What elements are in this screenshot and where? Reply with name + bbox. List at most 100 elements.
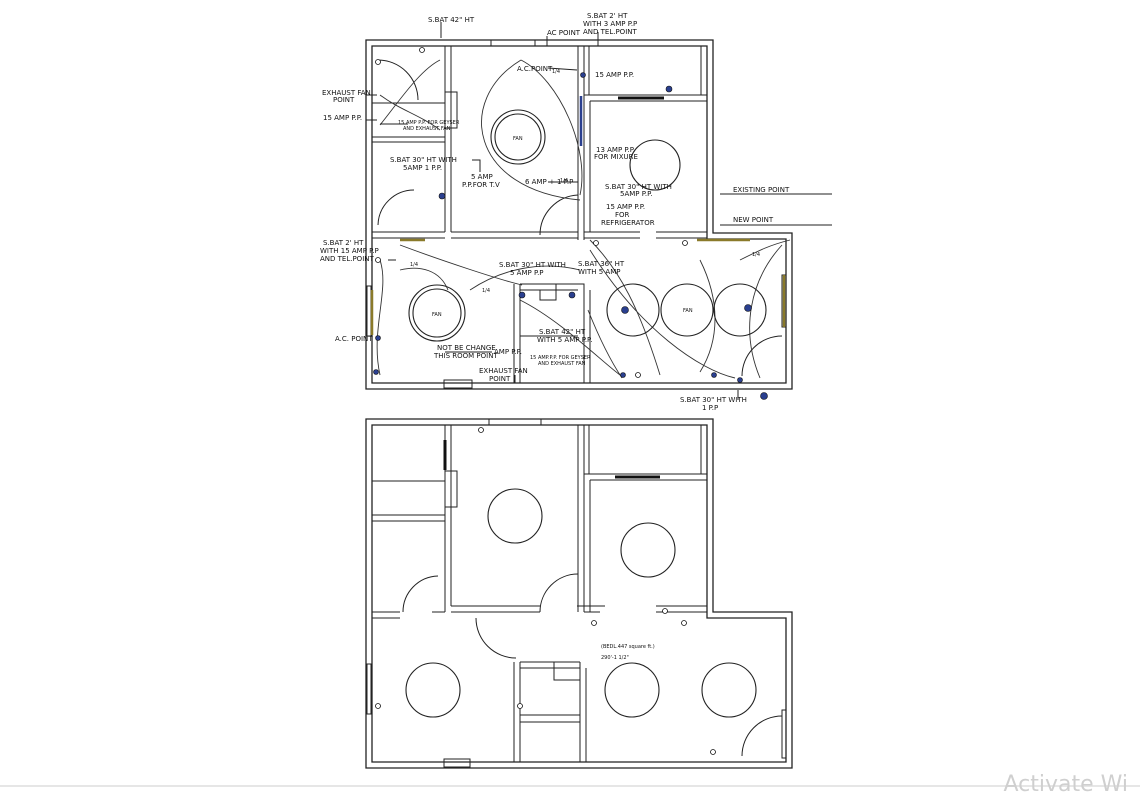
label-5amp-tv-l2: P.P.FOR T.V xyxy=(462,181,500,189)
electrical-points xyxy=(373,72,768,400)
switch-mark-2: 1/4 xyxy=(552,69,560,75)
lower-light-bedroom-1 xyxy=(487,488,543,544)
wiring xyxy=(376,59,791,379)
label-sbat-42-top: S.BAT 42" HT xyxy=(428,16,475,24)
door-swing-bedroom-right xyxy=(741,335,783,377)
lower-door-swing-2 xyxy=(539,573,579,613)
label-sbat2-3amp-l1: S.BAT 2' HT xyxy=(587,12,628,20)
label-sbat42-bath-l1: S.BAT 42" HT xyxy=(539,328,586,336)
switch-mark-3: 1/4 xyxy=(752,252,760,258)
fan-label-2: FAN xyxy=(432,312,442,318)
label-sbat36-l1: S.BAT 36" HT xyxy=(578,260,625,268)
fan-label-3: FAN xyxy=(683,308,693,314)
label-geyser-small-l1: 15 AMP P.P. FOR GEYSER xyxy=(398,120,460,126)
door-swing-bath xyxy=(377,189,415,226)
fan-hall-2 xyxy=(660,283,714,337)
lower-light-hall-1 xyxy=(604,662,660,718)
lower-plan: (BEDL.447 square ft.) 290'-1 1/2" xyxy=(365,418,793,769)
door-swing-kitchen xyxy=(539,194,579,236)
label-ac-point-room: A.C.POINT xyxy=(517,65,553,73)
lower-inner-wall-line xyxy=(371,424,787,763)
upper-partitions xyxy=(371,46,707,383)
wardrobe-panel xyxy=(444,91,458,129)
label-not-change-l2: THIS ROOM POINT xyxy=(433,352,498,360)
label-geyser-bath-l1: 15 AMP.P.P. FOR GEYSER xyxy=(530,355,591,361)
label-sbat42-bath-l2: WITH 5 AMP P.P. xyxy=(537,336,592,344)
upper-outer-wall xyxy=(365,39,793,390)
label-exhaust-fan-l1: EXHAUST FAN xyxy=(322,89,371,97)
lower-partitions xyxy=(372,425,707,762)
window-top xyxy=(490,39,536,47)
fan-bedroom-2 xyxy=(408,284,466,342)
label-sbat2-3amp-l3: AND TEL.POINT xyxy=(583,28,637,36)
label-mixure-l2: FOR MIXURE xyxy=(594,153,638,161)
label-fridge-l2: FOR xyxy=(615,211,630,219)
label-fridge-l1: 15 AMP P.P. xyxy=(606,203,645,211)
lower-area-label-1: (BEDL.447 square ft.) xyxy=(601,644,655,650)
label-ac-point-top: AC POINT xyxy=(547,29,581,37)
fan-hall-3 xyxy=(713,283,767,337)
label-fridge-l3: REFRIGERATOR xyxy=(601,219,655,227)
label-sbat30-center-l2: 5 AMP P.P xyxy=(510,269,544,277)
label-5amp-tv-l1: 5 AMP xyxy=(471,173,493,181)
label-mixure-l1: 13 AMP P.P. xyxy=(596,146,635,154)
label-kitchen-sbat-l1: S.BAT 30" HT WITH xyxy=(605,183,672,191)
lower-outer-wall xyxy=(365,418,793,769)
label-exhaust-bottom-l2: POINT xyxy=(489,375,511,383)
label-exhaust-bottom-l1: EXHAUST FAN xyxy=(479,367,528,375)
fan-bedroom-1-inner xyxy=(494,113,542,161)
label-ac-point-left: A.C. POINT xyxy=(335,335,373,343)
leader-lines xyxy=(366,22,739,400)
existing-points xyxy=(375,47,688,378)
label-sbat2-3amp-l2: WITH 3 AMP P.P xyxy=(583,20,637,28)
upper-plan: FAN FAN FAN xyxy=(365,22,832,400)
lower-area-label-2: 290'-1 1/2" xyxy=(601,655,629,661)
label-kitchen-sbat-l2: 5AMP P.P. xyxy=(620,190,652,198)
upper-labels: S.BAT 42" HT S.BAT 2' HT WITH 3 AMP P.P … xyxy=(320,12,790,412)
switch-mark-4: 1/4 xyxy=(482,288,490,294)
lower-door-swing-3 xyxy=(475,617,517,659)
switch-mark-5: 1/4 xyxy=(560,178,568,184)
label-sbat30-5amp-l1: S.BAT 30" HT WITH xyxy=(390,156,457,164)
window-left xyxy=(366,285,372,337)
label-geyser-small-l2: AND EXHAUST FAN xyxy=(403,126,451,132)
label-15amp-topright: 15 AMP P.P. xyxy=(595,71,634,79)
label-exhaust-fan-l2: POINT xyxy=(333,96,355,104)
lower-light-bedroom-2 xyxy=(405,662,461,718)
fan-hall-1 xyxy=(606,283,660,337)
label-amp-pp: AMP P.P. xyxy=(494,348,522,356)
label-15amp-left: 15 AMP P.P. xyxy=(323,114,362,122)
label-sbat36-l2: WITH 5 AMP xyxy=(578,268,620,276)
lower-wardrobe xyxy=(444,470,458,508)
legend-new-point: NEW POINT xyxy=(733,216,774,224)
lower-door-swing-1 xyxy=(402,575,439,613)
fan-bedroom-2-inner xyxy=(412,288,462,338)
lower-window-top xyxy=(488,418,542,426)
door-swing-exhaust xyxy=(377,59,419,101)
lower-door-sill xyxy=(443,758,471,768)
label-geyser-bath-l2: AND EXHAUST FAN xyxy=(538,361,586,367)
lower-light-hall-2 xyxy=(701,662,757,718)
label-6amp: 6 AMP + 1 P.P xyxy=(525,178,573,186)
lower-window-left xyxy=(366,663,372,715)
lower-door-swing-4 xyxy=(741,715,783,757)
switch-mark-1: 1/4 xyxy=(410,262,418,268)
label-sbat30-5amp-l2: 5AMP 1 P.P. xyxy=(403,164,442,172)
lower-points xyxy=(375,427,716,755)
fan-label-1: FAN xyxy=(513,136,523,142)
label-sbat30-bottom-l2: 1 P.P xyxy=(702,404,718,412)
light-kitchen xyxy=(629,139,681,191)
label-sbat2-15amp-l2: WITH 15 AMP P.P xyxy=(320,247,379,255)
label-sbat2-15amp-l1: S.BAT 2' HT xyxy=(323,239,364,247)
lower-window-right xyxy=(781,709,787,759)
door-sill-bottom xyxy=(443,379,473,389)
fan-bedroom-1 xyxy=(490,109,546,165)
label-sbat30-bottom-l1: S.BAT 30" HT WITH xyxy=(680,396,747,404)
legend-existing-point: EXISTING POINT xyxy=(733,186,790,194)
label-sbat2-15amp-l3: AND TEL.POINT xyxy=(320,255,374,263)
label-sbat30-center-l1: S.BAT 30" HT WITH xyxy=(499,261,566,269)
label-not-change-l1: NOT BE CHANGE xyxy=(437,344,496,352)
os-activation-watermark: Activate Wi xyxy=(1003,772,1128,797)
lower-light-kitchen xyxy=(620,522,676,578)
